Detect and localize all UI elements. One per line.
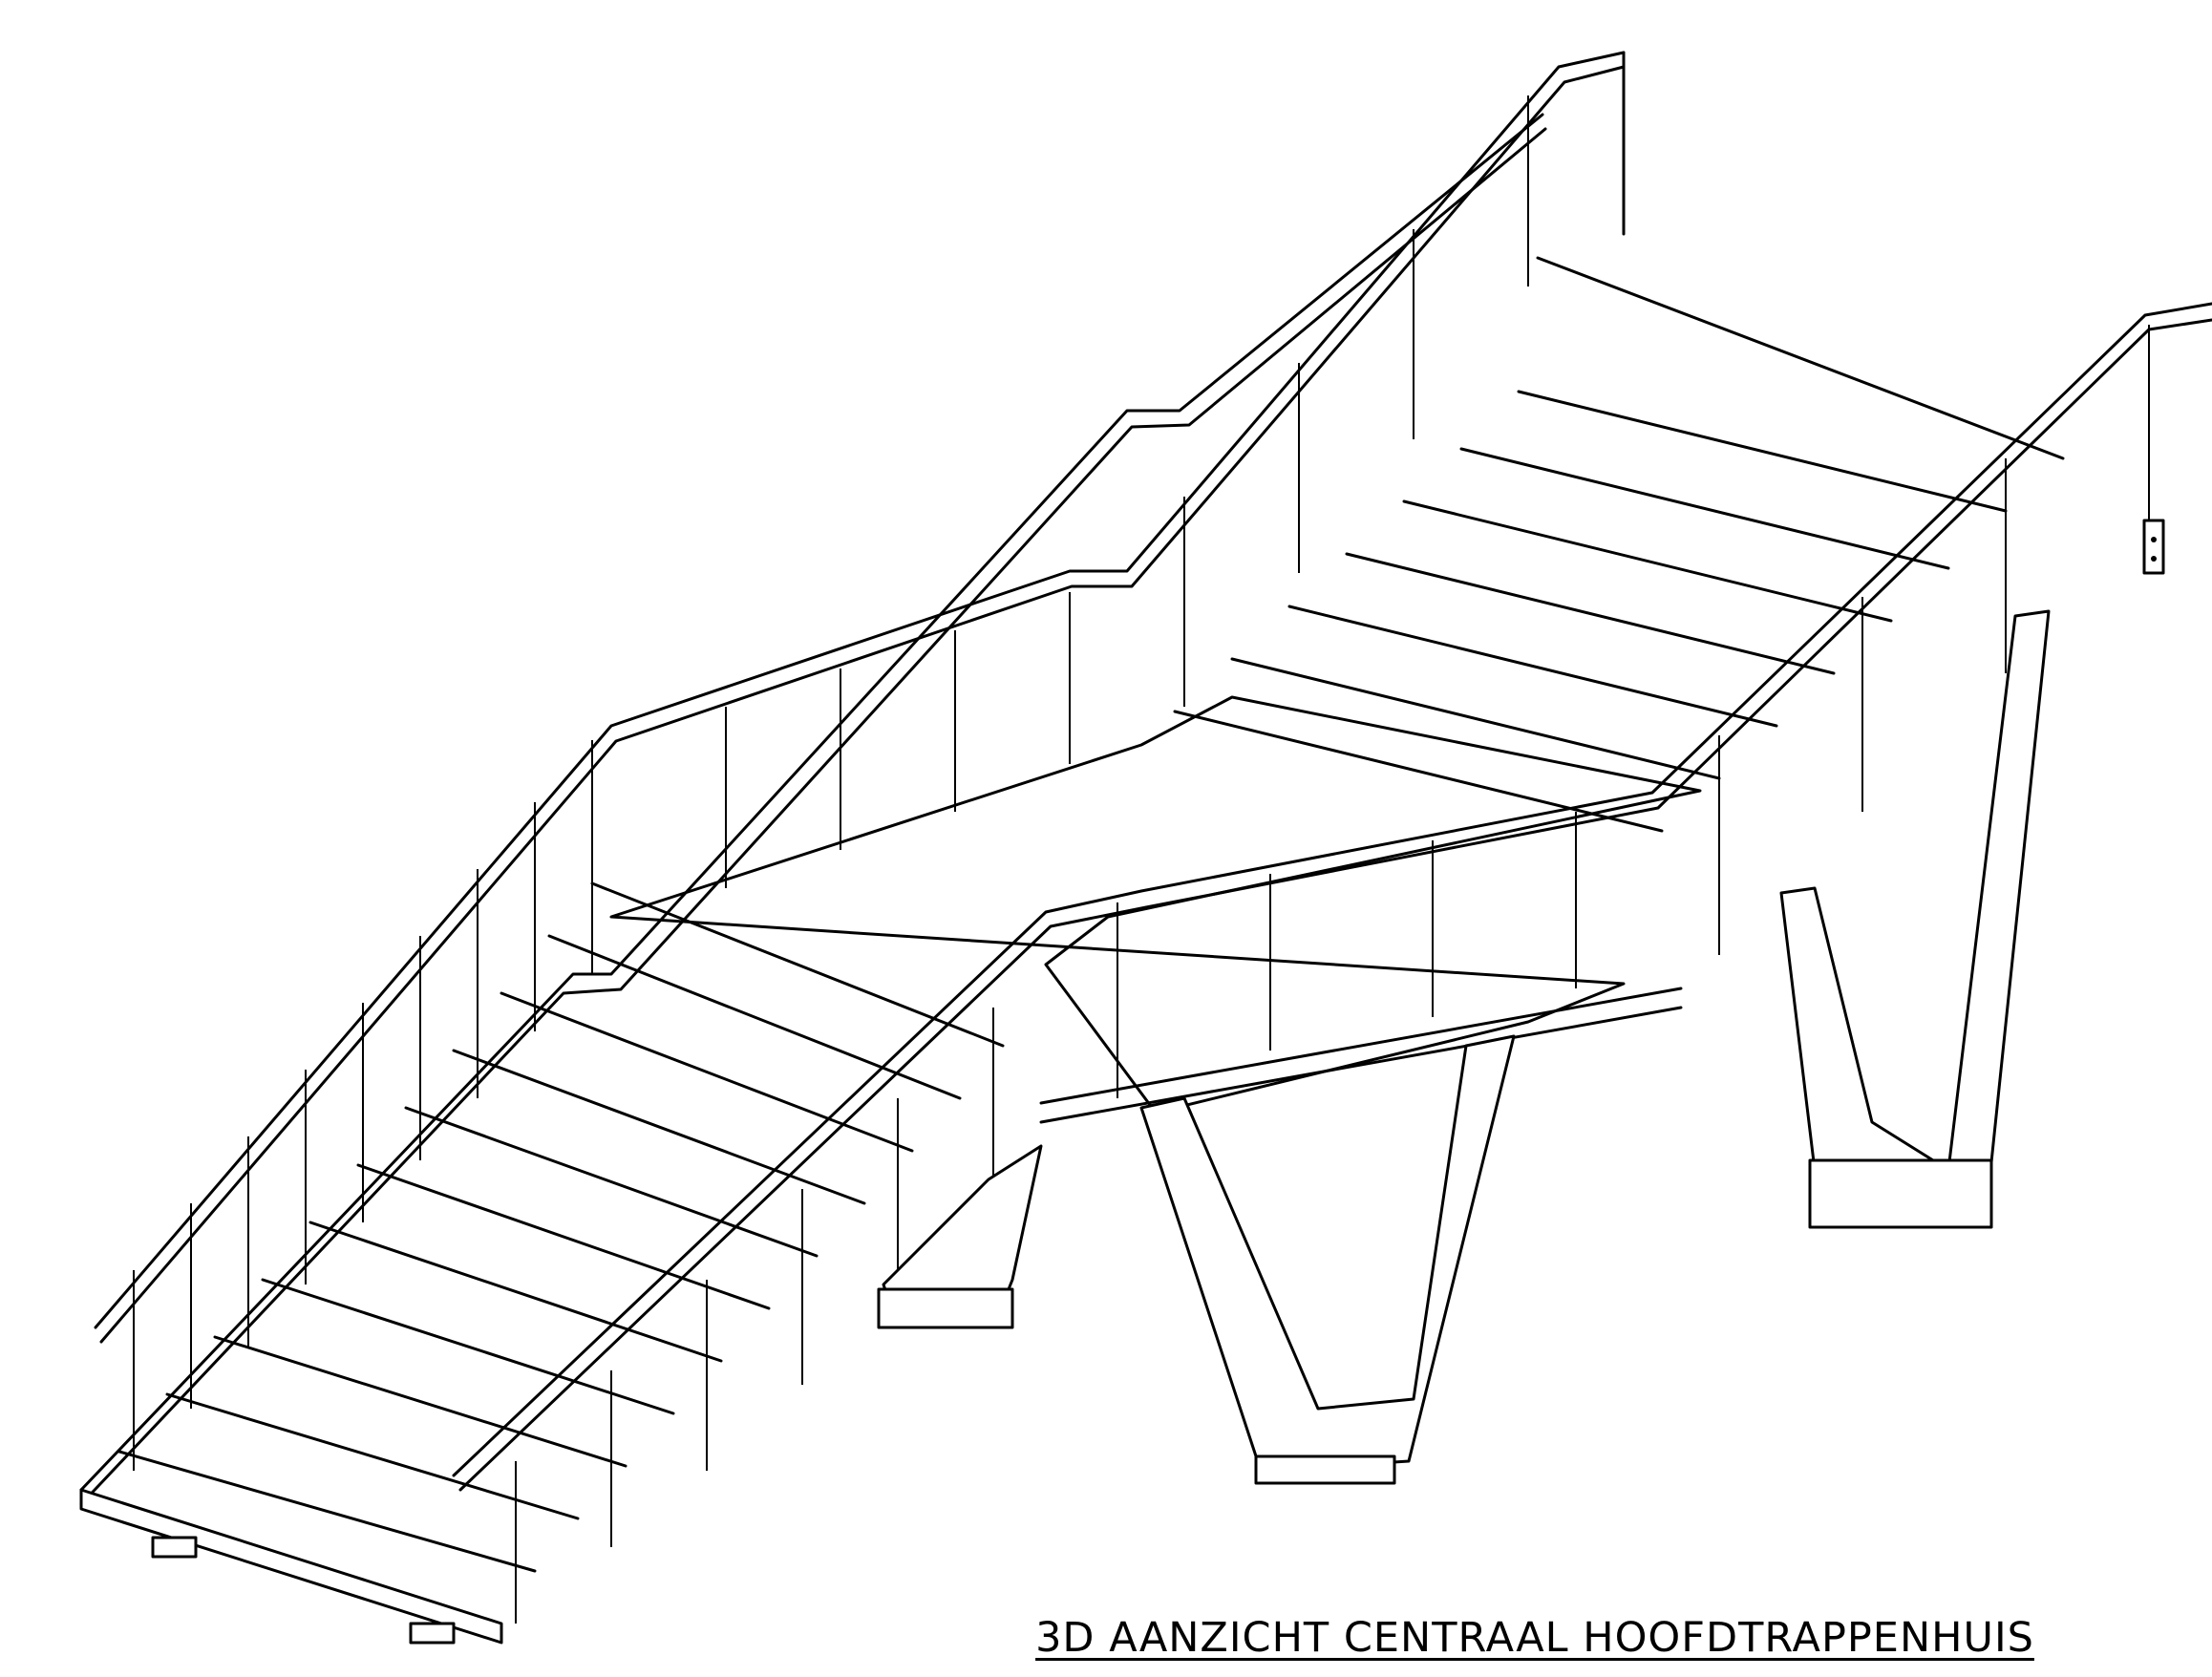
left-flight-outline <box>79 113 1547 1506</box>
v-support-left <box>877 1144 1043 1329</box>
inner-handrail <box>452 302 2212 1492</box>
wall-bracket <box>2142 519 2165 575</box>
staircase-structure <box>79 51 2212 1645</box>
v-support-right <box>1779 609 2051 1229</box>
outer-handrail <box>94 51 1626 1344</box>
stair-treads <box>117 256 2065 1573</box>
drawing-caption: 3D AANZICHT CENTRAAL HOOFDTRAPPENHUIS <box>1035 1614 2034 1662</box>
base-plate <box>79 1488 503 1645</box>
balusters <box>133 96 2150 1624</box>
v-support-center <box>1139 1034 1516 1485</box>
landing-deck <box>609 695 1702 1124</box>
